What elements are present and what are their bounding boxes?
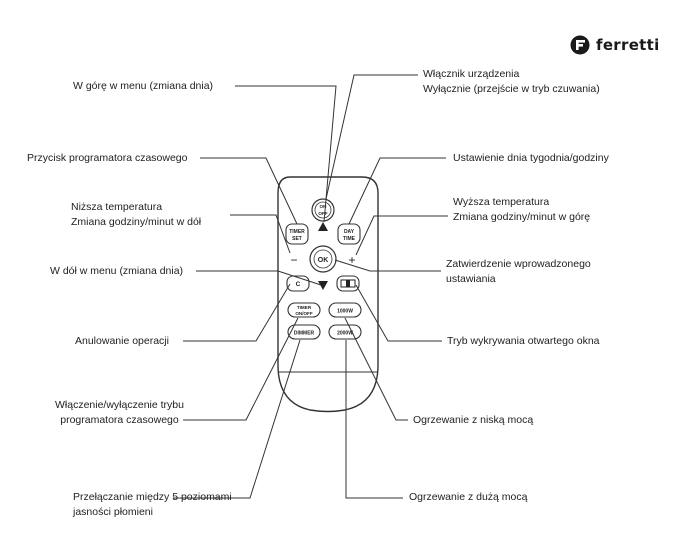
label-timer-toggle: Włączenie/wyłączenie trybu programatora … xyxy=(55,398,184,428)
label-up-menu: W górę w menu (zmiana dnia) xyxy=(73,80,214,92)
timer-set-button[interactable]: TIMER SET xyxy=(285,223,309,245)
label-timer-prog: Przycisk programatora czasowego xyxy=(27,152,188,164)
power-button[interactable]: ON OFF xyxy=(311,198,335,222)
low-power-button[interactable]: 1000W xyxy=(328,302,362,318)
svg-text:DIMMER: DIMMER xyxy=(294,331,315,337)
label-lower-temp-line2: Zmiana godziny/minut w dół xyxy=(71,216,202,228)
label-higher-temp-line2: Zmiana godziny/minut w górę xyxy=(453,211,591,223)
svg-text:ON/OFF: ON/OFF xyxy=(295,311,313,316)
up-arrow-icon xyxy=(318,222,328,231)
svg-text:DAY: DAY xyxy=(344,229,355,235)
svg-text:TIMER: TIMER xyxy=(297,305,312,310)
window-mode-button[interactable] xyxy=(336,275,360,292)
svg-text:2000W: 2000W xyxy=(337,331,353,337)
down-arrow-icon xyxy=(318,281,328,290)
ok-button[interactable]: OK xyxy=(309,245,337,273)
label-window-mode: Tryb wykrywania otwartego okna xyxy=(447,335,600,347)
label-timer-toggle-line2: programatora czasowego xyxy=(60,414,179,426)
label-flame-line1: Przełączanie między 5 poziomami xyxy=(73,491,232,503)
label-power-line1: Włącznik urządzenia xyxy=(423,68,520,80)
label-lower-temp: Niższa temperatura Zmiana godziny/minut … xyxy=(71,200,201,230)
label-confirm-line2: ustawiania xyxy=(446,273,496,285)
label-down-menu: W dół w menu (zmiana dnia) xyxy=(50,265,184,277)
label-day-set: Ustawienie dnia tygodnia/godziny xyxy=(453,152,609,164)
svg-text:SET: SET xyxy=(292,236,302,242)
label-timer-toggle-line1: Włączenie/wyłączenie trybu xyxy=(55,399,184,411)
label-confirm-line1: Zatwierdzenie wprowadzonego xyxy=(446,258,591,270)
label-power-line2: Wyłącznie (przejście w tryb czuwania) xyxy=(423,83,600,95)
label-flame: Przełączanie między 5 poziomami jasności… xyxy=(73,490,232,520)
label-higher-temp: Wyższa temperatura Zmiana godziny/minut … xyxy=(453,195,590,225)
timer-onoff-button[interactable]: TIMER ON/OFF xyxy=(287,302,321,318)
svg-text:OK: OK xyxy=(318,257,329,264)
high-power-button[interactable]: 2000W xyxy=(328,324,362,340)
leader-lines xyxy=(173,74,448,499)
label-confirm: Zatwierdzenie wprowadzonego ustawiania xyxy=(446,257,591,287)
label-high-heat: Ogrzewanie z dużą mocą xyxy=(409,491,528,503)
label-low-heat: Ogrzewanie z niską mocą xyxy=(413,414,534,426)
label-lower-temp-line1: Niższa temperatura xyxy=(71,201,163,213)
ferretti-logo-icon xyxy=(570,35,590,55)
svg-text:1000W: 1000W xyxy=(337,309,353,315)
label-flame-line2: jasności płomieni xyxy=(73,506,153,518)
label-higher-temp-line1: Wyższa temperatura xyxy=(453,196,550,208)
plus-button[interactable]: + xyxy=(348,253,355,267)
label-cancel: Anulowanie operacji xyxy=(75,335,169,347)
svg-text:TIMER: TIMER xyxy=(289,229,305,235)
svg-text:C: C xyxy=(296,281,301,288)
label-power: Włącznik urządzenia Wyłącznie (przejście… xyxy=(423,67,600,97)
svg-text:TIME: TIME xyxy=(343,236,356,242)
svg-text:OFF: OFF xyxy=(318,211,327,216)
brand-logo: ferretti xyxy=(570,35,660,55)
cancel-button[interactable]: C xyxy=(286,275,310,292)
brand-name: ferretti xyxy=(596,36,660,54)
power-button-label: ON xyxy=(320,204,328,209)
day-time-button[interactable]: DAY TIME xyxy=(337,223,361,245)
dimmer-button[interactable]: DIMMER xyxy=(287,324,321,340)
minus-button[interactable]: − xyxy=(290,253,297,267)
